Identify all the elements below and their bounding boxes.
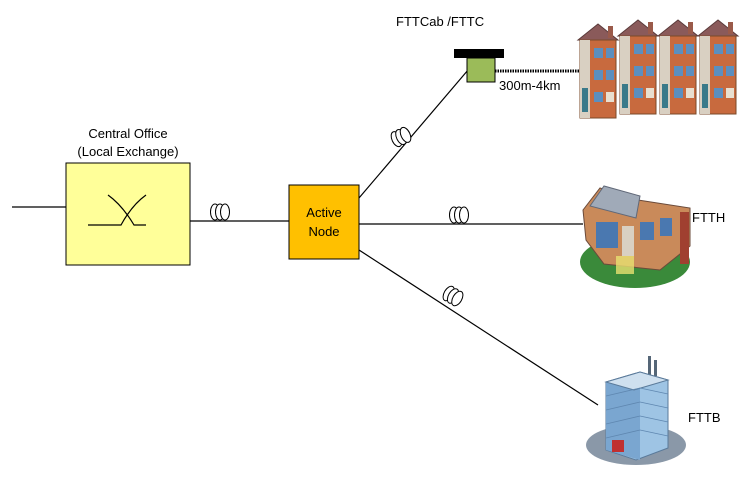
fiber-links bbox=[12, 62, 599, 406]
office-building-icon bbox=[586, 356, 686, 465]
cabinet-label: FTTCab /FTTC bbox=[396, 14, 485, 29]
distance-label: 300m-4km bbox=[499, 78, 561, 93]
node-to-cabinet-link bbox=[358, 62, 475, 199]
house-icon bbox=[580, 185, 691, 288]
active-node-subtitle: Node bbox=[308, 224, 340, 239]
central-office-title: Central Office bbox=[88, 126, 168, 141]
node-to-fttb-link bbox=[358, 249, 599, 406]
fiber-coil-icon bbox=[440, 283, 466, 309]
terraced-houses-icon bbox=[577, 19, 739, 119]
street-cabinet bbox=[454, 49, 580, 83]
switch-symbol bbox=[88, 194, 147, 226]
fttb-label: FTTB bbox=[688, 410, 721, 425]
active-node-box bbox=[288, 184, 360, 260]
ftth-label: FTTH bbox=[692, 210, 726, 225]
central-office bbox=[65, 162, 191, 266]
fiber-coil-icon bbox=[388, 125, 414, 149]
central-office-label: Central Office (Local Exchange) bbox=[66, 125, 190, 161]
central-office-subtitle: (Local Exchange) bbox=[77, 144, 179, 159]
fiber-coil-icon bbox=[210, 203, 230, 221]
fiber-coil-icon bbox=[449, 206, 469, 224]
active-node-title: Active bbox=[306, 205, 342, 220]
active-node-label: Active Node bbox=[289, 203, 359, 241]
